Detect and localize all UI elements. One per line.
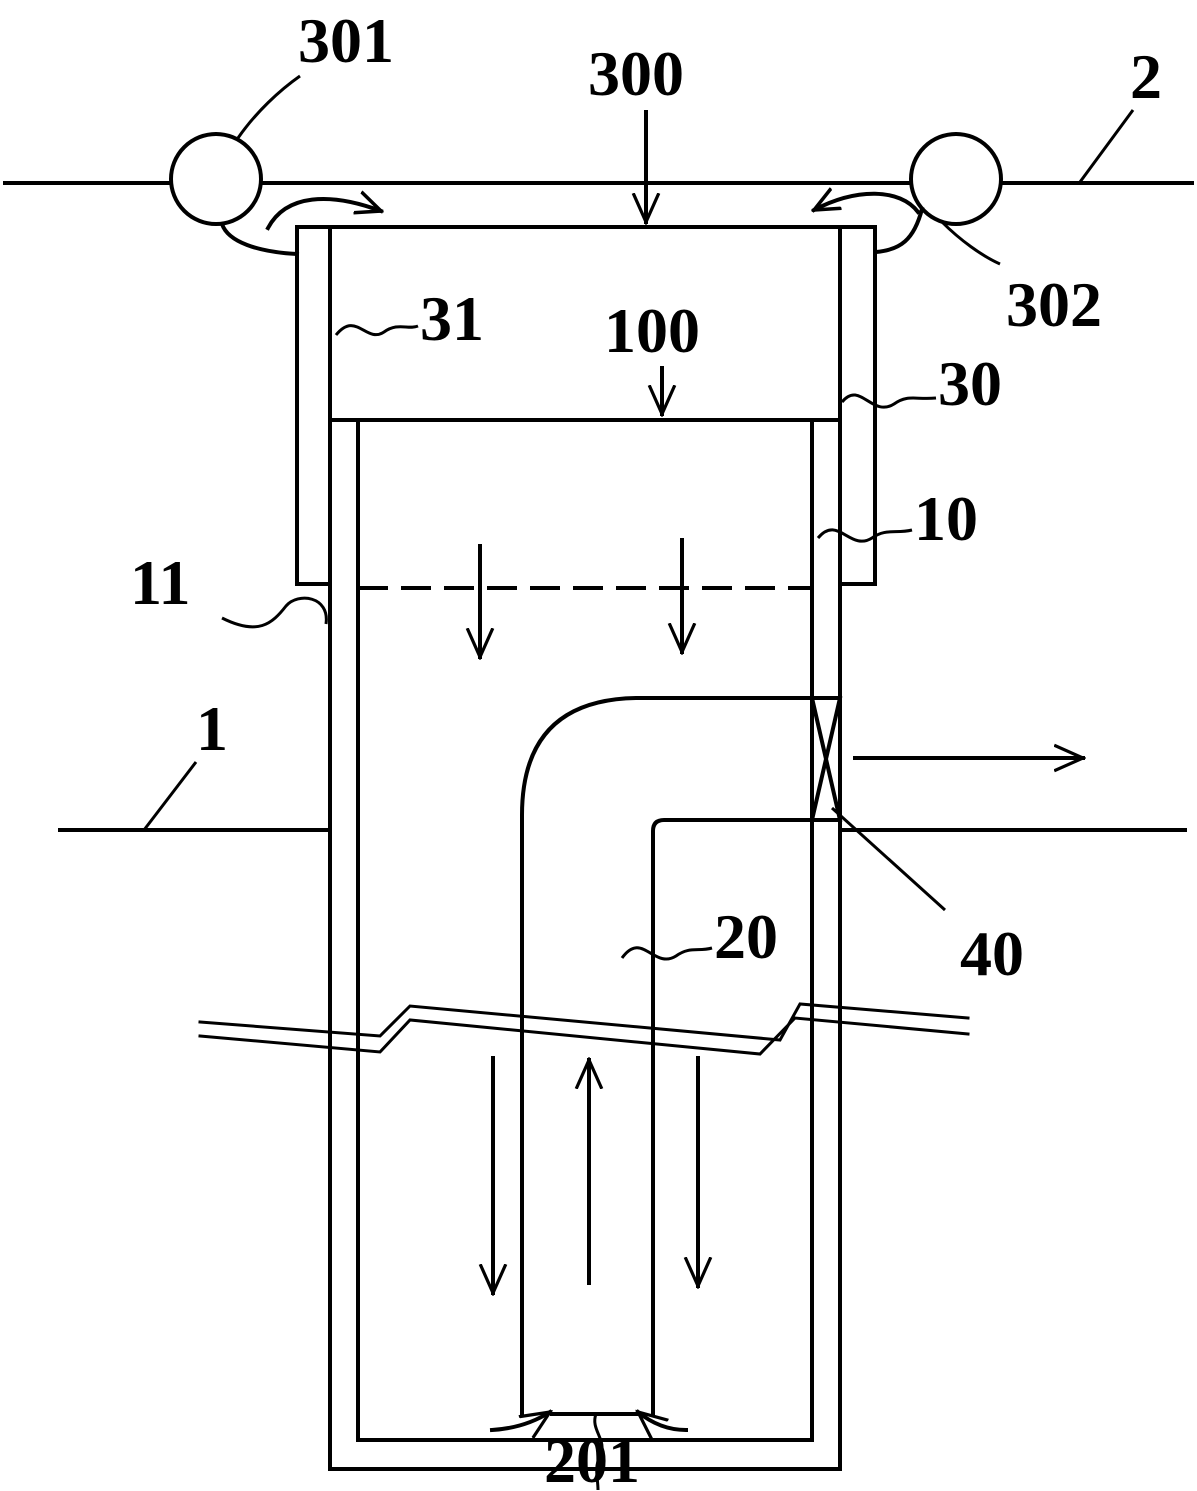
label-10: 10 xyxy=(914,483,978,554)
pump-302-circle xyxy=(909,132,1003,226)
label-20: 20 xyxy=(714,901,778,972)
pump-302-pipe xyxy=(873,206,925,255)
leader-10 xyxy=(816,528,913,543)
pump-301-pipe xyxy=(219,221,300,257)
pump-301-circle xyxy=(169,132,263,226)
leader-40 xyxy=(830,806,947,912)
inlet-arrow-right xyxy=(638,1409,689,1430)
flow-arrow-left xyxy=(265,199,381,231)
valve-40 xyxy=(809,695,843,823)
label-31: 31 xyxy=(420,283,484,354)
break-line xyxy=(198,1002,970,1056)
label-11: 11 xyxy=(130,547,190,618)
label-300: 300 xyxy=(588,38,684,109)
leader-30 xyxy=(840,393,937,409)
flow-arrow-right xyxy=(814,194,921,215)
label-301: 301 xyxy=(298,5,394,76)
label-30: 30 xyxy=(938,348,1002,419)
sleeve-30-outline xyxy=(295,225,332,586)
label-2: 2 xyxy=(1130,41,1162,112)
leader-201 xyxy=(593,1413,604,1491)
label-40: 40 xyxy=(960,918,1024,989)
leader-2 xyxy=(1078,109,1135,183)
pipe-20-outer xyxy=(520,696,842,1416)
leader-11 xyxy=(221,596,328,629)
label-1: 1 xyxy=(196,693,228,764)
label-100: 100 xyxy=(604,295,700,366)
label-201: 201 xyxy=(544,1425,640,1491)
label-302: 302 xyxy=(1006,269,1102,340)
inlet-arrow-left xyxy=(489,1409,550,1430)
leader-301 xyxy=(236,74,301,139)
leader-1 xyxy=(142,761,198,831)
leader-20 xyxy=(620,946,713,961)
leader-31 xyxy=(334,324,419,337)
pipe-20-inner xyxy=(651,818,842,1416)
leader-302 xyxy=(940,220,1001,266)
sleeve-30-outline-right xyxy=(838,225,877,586)
